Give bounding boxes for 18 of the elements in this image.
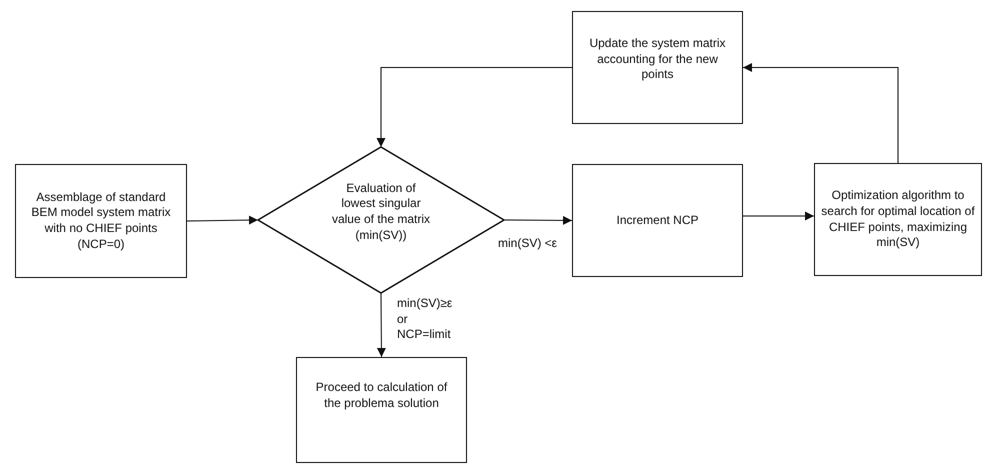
arrow	[186, 216, 258, 225]
process-box	[572, 164, 743, 277]
arrow	[742, 63, 898, 164]
edge-label: min(SV) <ε	[498, 236, 558, 252]
process-box	[814, 163, 982, 276]
node-text: Update the system matrix accounting for the new points	[588, 36, 727, 83]
arrow	[376, 67, 572, 148]
process-box	[15, 164, 187, 278]
process-box	[296, 357, 467, 463]
node-text: Increment NCP	[615, 212, 700, 228]
arrow	[376, 292, 386, 358]
node-text: Optimization algorithm to search for optimal location of CHIEF points, maximizing min(SV)	[820, 188, 976, 251]
arrow	[742, 212, 814, 220]
node-text: Assemblage of standard BEM model system matrix with no CHIEF points (NCP=0)	[30, 190, 172, 252]
arrow	[504, 216, 572, 225]
node-text: Evaluation of lowest singular value of the matrix (min(SV))	[331, 180, 431, 244]
process-box	[572, 11, 743, 124]
node-text: Proceed to calculation of the problema solution	[314, 380, 448, 412]
